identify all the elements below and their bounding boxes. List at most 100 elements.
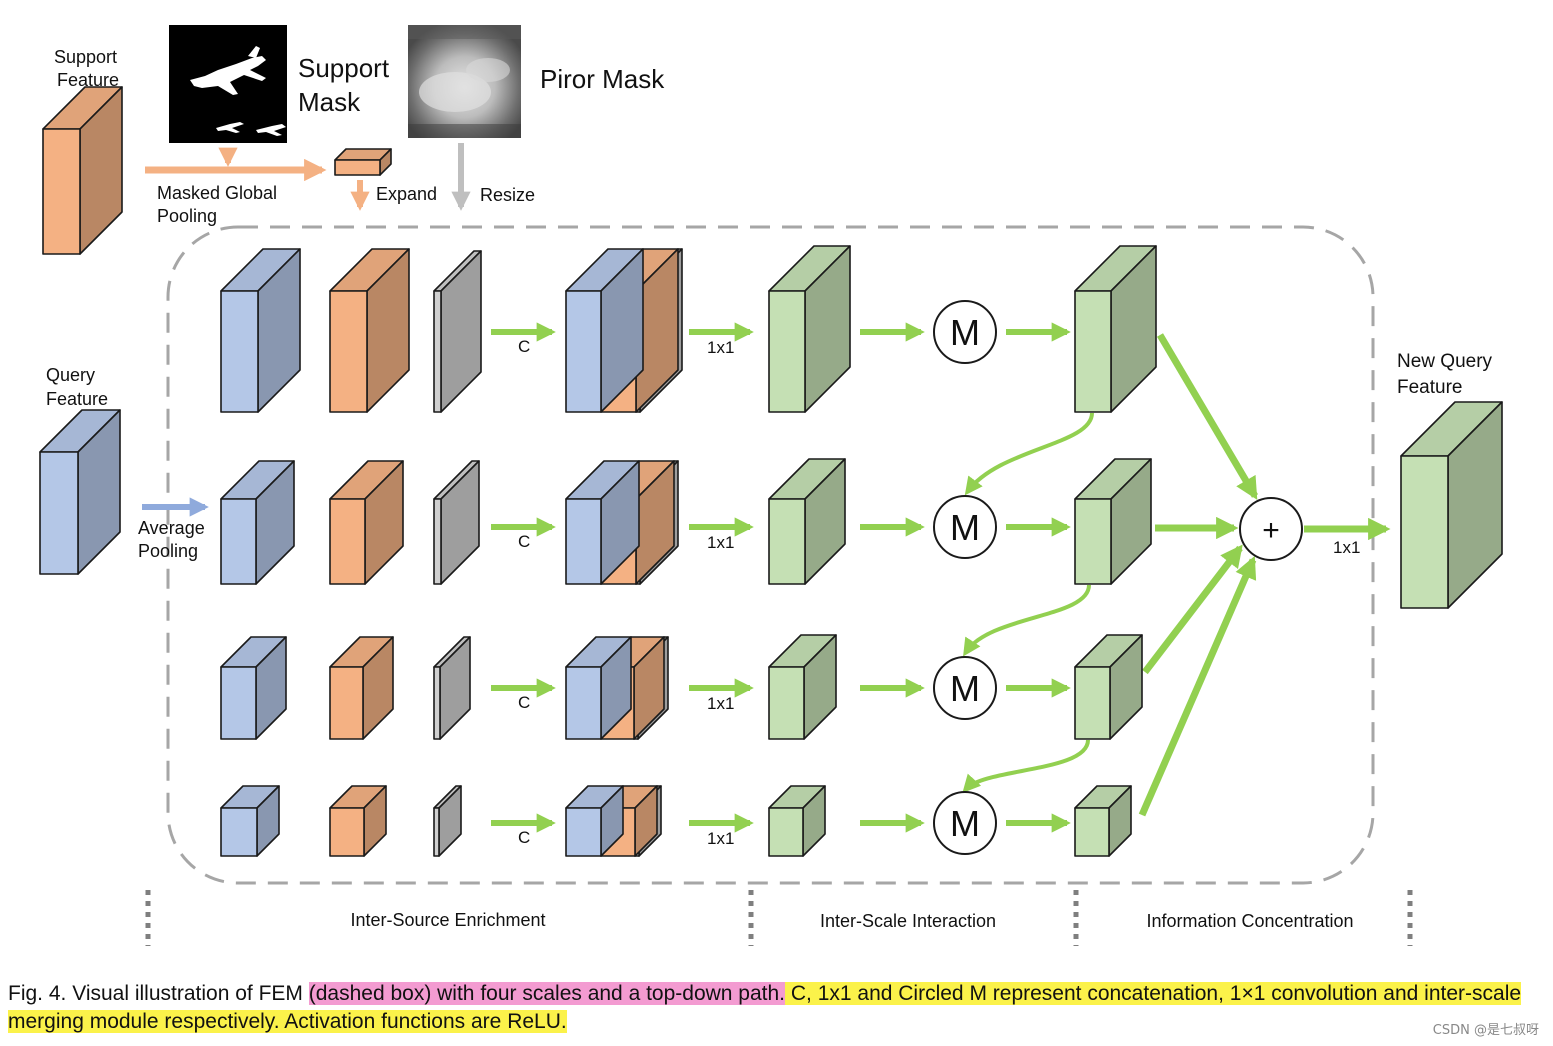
support-scale-1-front — [329, 290, 368, 413]
prior-scale-3 — [433, 636, 471, 740]
concat-query-1-front — [565, 290, 602, 413]
fem-diagram: Support Feature Support Mask Piror Mask … — [39, 25, 1503, 946]
prior-scale-1 — [433, 250, 482, 413]
prior-scale-4-side — [438, 785, 462, 857]
merge-node-4 — [933, 791, 997, 855]
support-feature-label: Support Feature — [54, 47, 122, 90]
concat-query-4 — [565, 785, 624, 857]
merged-scale-1-front — [1074, 290, 1112, 413]
stage-inter-source-label: Inter-Source Enrichment — [350, 910, 545, 930]
output-conv-label: 1x1 — [1333, 538, 1360, 557]
query-scale-1-front — [220, 290, 259, 413]
merge-label-1: M — [950, 312, 980, 353]
concat-label-1: C — [518, 337, 530, 356]
new-query-feature-label: New Query Feature — [1397, 351, 1497, 398]
merge-node-3 — [933, 656, 997, 720]
query-scale-2 — [220, 460, 295, 585]
merged-scale-4 — [1074, 785, 1132, 857]
support-scale-2-front — [329, 498, 366, 585]
prior-scale-4 — [433, 785, 462, 857]
support-scale-4-front — [329, 807, 365, 857]
prior-scale-3-front — [433, 666, 441, 740]
new-query-feature-block-front — [1400, 455, 1449, 609]
prior-scale-2-side — [440, 460, 480, 585]
conv-label-2: 1x1 — [707, 533, 734, 552]
conv-output-2-front — [768, 498, 806, 585]
merged-scale-3 — [1074, 634, 1143, 740]
conv-output-4 — [768, 785, 826, 857]
concat-label-3: C — [518, 693, 530, 712]
merge-node-2 — [933, 495, 997, 559]
support-mask-label: Support Mask — [298, 53, 396, 117]
prior-scale-3-side — [439, 636, 471, 740]
conv-label-3: 1x1 — [707, 694, 734, 713]
support-scale-4 — [329, 785, 387, 857]
merged-scale-3-front — [1074, 666, 1111, 740]
prior-mask-image — [408, 25, 521, 138]
prior-scale-1-side — [440, 250, 482, 413]
conv-output-1 — [768, 245, 851, 413]
query-feature-block — [39, 409, 121, 575]
conv-output-3 — [768, 634, 837, 740]
concentrate-arrow-3 — [1142, 544, 1243, 675]
fem-dashed-box — [166, 225, 1375, 885]
concat-query-3-front — [565, 666, 602, 740]
global-vector-block — [334, 148, 392, 176]
prior-mask-label: Piror Mask — [540, 64, 665, 94]
top-down-curve-2 — [963, 584, 1091, 657]
masked-global-pooling-label: Masked Global Pooling — [157, 183, 282, 226]
query-feature-block-front — [39, 451, 79, 575]
merge-node-1 — [933, 300, 997, 364]
concentrate-arrow-4 — [1138, 555, 1257, 817]
conv-label-1: 1x1 — [707, 338, 734, 357]
support-scale-3 — [329, 636, 394, 740]
figure-caption: Fig. 4. Visual illustration of FEM (dash… — [8, 980, 1538, 1036]
conv-output-4-front — [768, 807, 804, 857]
prior-scale-2 — [433, 460, 480, 585]
caption-highlight-pink: (dashed box) with four scales and a top-… — [308, 982, 786, 1005]
merge-label-4: M — [950, 803, 980, 844]
support-scale-1 — [329, 248, 410, 413]
global-vector-block-front — [334, 159, 381, 176]
conv-output-3-front — [768, 666, 805, 740]
conv-label-4: 1x1 — [707, 829, 734, 848]
new-query-feature-block — [1400, 401, 1503, 609]
stage-info-concentration-label: Information Concentration — [1146, 911, 1353, 931]
average-pooling-label: Average Pooling — [138, 518, 210, 561]
concat-label-2: C — [518, 532, 530, 551]
concat-query-2-front — [565, 498, 602, 585]
concentrate-arrow-1 — [1156, 333, 1259, 500]
concat-query-1 — [565, 248, 644, 413]
caption-part-1: Fig. 4. Visual illustration of FEM — [8, 982, 309, 1005]
query-scale-2-front — [220, 498, 257, 585]
support-mask-image — [169, 25, 287, 143]
airplane-silhouette-icon — [190, 46, 286, 136]
query-scale-3-front — [220, 666, 257, 740]
prior-scale-2-front — [433, 498, 442, 585]
merge-label-3: M — [950, 668, 980, 709]
conv-output-2 — [768, 458, 846, 585]
merged-scale-1 — [1074, 245, 1157, 413]
top-down-curve-3 — [962, 739, 1090, 793]
expand-label: Expand — [376, 184, 437, 204]
query-scale-4 — [220, 785, 280, 857]
query-feature-label: Query Feature — [46, 365, 108, 409]
resize-label: Resize — [480, 185, 535, 205]
support-scale-2 — [329, 460, 404, 585]
concat-query-2 — [565, 460, 640, 585]
sum-node — [1239, 497, 1303, 561]
concat-query-4-front — [565, 807, 602, 857]
top-down-curve-1 — [964, 412, 1094, 496]
prior-scale-4-front — [433, 807, 440, 857]
support-scale-3-front — [329, 666, 364, 740]
query-scale-4-front — [220, 807, 258, 857]
merged-scale-2-front — [1074, 498, 1112, 585]
query-scale-3 — [220, 636, 287, 740]
concat-query-3 — [565, 636, 632, 740]
support-feature-block-front — [42, 128, 81, 255]
support-feature-block — [42, 86, 123, 255]
sum-label: + — [1262, 514, 1280, 547]
query-scale-1 — [220, 248, 301, 413]
merge-label-2: M — [950, 507, 980, 548]
merged-scale-2 — [1074, 458, 1152, 585]
